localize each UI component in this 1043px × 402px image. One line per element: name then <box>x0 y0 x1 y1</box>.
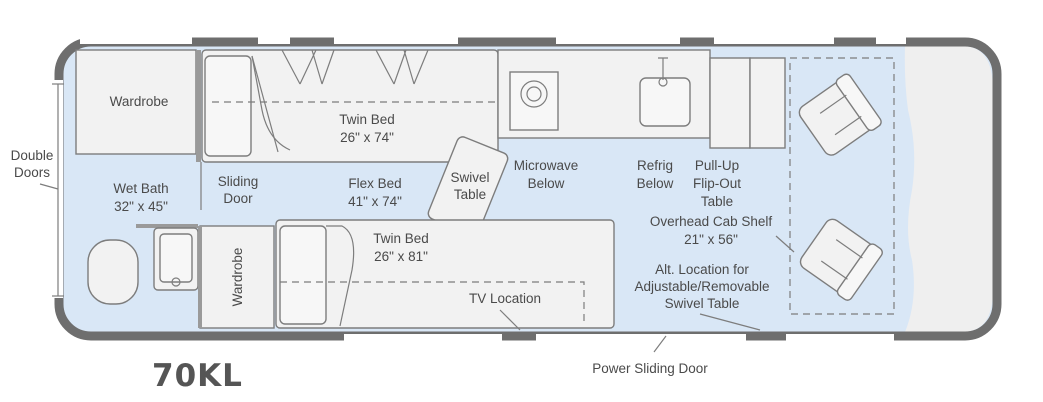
svg-text:32" x 45": 32" x 45" <box>114 199 168 214</box>
svg-text:26" x 81": 26" x 81" <box>374 249 428 264</box>
twin-bed-top-fold <box>251 55 291 151</box>
labels: Wardrobe Twin Bed 26" x 74" Double Doors… <box>11 94 773 394</box>
svg-text:41" x 74": 41" x 74" <box>348 194 402 209</box>
label-twin-bed-top: Twin Bed <box>339 112 395 127</box>
label-power-sliding-door: Power Sliding Door <box>592 361 708 376</box>
cab-front <box>904 46 993 332</box>
flip-out-table <box>709 57 751 149</box>
label-pullup-table: Pull-Up <box>695 158 739 173</box>
label-wet-bath: Wet Bath <box>113 181 168 196</box>
svg-text:26" x 74": 26" x 74" <box>340 130 394 145</box>
toilet <box>87 239 139 305</box>
twin-bed-top-pillow <box>204 55 252 157</box>
label-double-doors: Double <box>11 148 54 163</box>
partition-top <box>196 50 201 162</box>
svg-text:Swivel Table: Swivel Table <box>665 296 740 311</box>
driver-seat <box>798 73 882 156</box>
twin-bed-bottom <box>275 219 615 329</box>
microwave <box>509 71 559 131</box>
wardrobe-top <box>75 49 197 155</box>
label-flex-bed: Flex Bed <box>348 176 401 191</box>
overhead-cab-shelf <box>789 57 895 315</box>
svg-text:Doors: Doors <box>14 165 50 180</box>
svg-text:Table: Table <box>454 187 486 202</box>
svg-text:Below: Below <box>528 176 565 191</box>
label-twin-bed-bottom: Twin Bed <box>373 231 429 246</box>
svg-text:Below: Below <box>637 176 674 191</box>
svg-text:Table: Table <box>701 194 733 209</box>
label-tv-location: TV Location <box>469 291 541 306</box>
label-refrig: Refrig <box>637 158 673 173</box>
top-windows <box>80 37 906 44</box>
svg-text:Door: Door <box>223 191 253 206</box>
label-cab-shelf: Overhead Cab Shelf <box>650 214 773 229</box>
label-microwave: Microwave <box>514 158 579 173</box>
label-wardrobe-top: Wardrobe <box>110 94 169 109</box>
passenger-seat <box>799 218 883 301</box>
svg-text:Adjustable/Removable: Adjustable/Removable <box>634 279 769 294</box>
bottom-windows <box>344 334 894 341</box>
model-name: 70KL <box>152 358 243 394</box>
svg-text:21" x 56": 21" x 56" <box>684 232 738 247</box>
svg-text:Flip-Out: Flip-Out <box>693 176 741 191</box>
side-cabinet <box>749 57 786 149</box>
leader-lines <box>39 183 795 353</box>
label-wardrobe-bottom: Wardrobe <box>230 248 245 307</box>
label-sliding-door: Sliding <box>218 174 259 189</box>
label-alt-location: Alt. Location for <box>655 262 749 277</box>
label-swivel-table: Swivel <box>450 170 489 185</box>
